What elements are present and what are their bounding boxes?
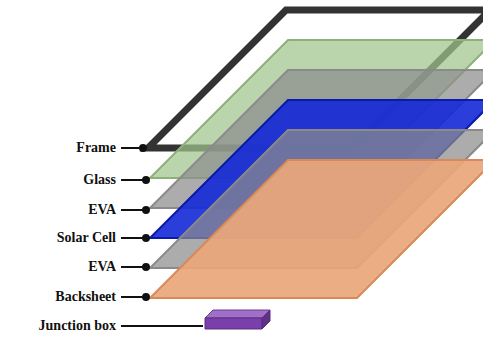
layer-label: Backsheet [55,289,116,305]
layer-label: Junction box [39,318,116,334]
leader-lines [121,145,203,326]
backsheet-layer [150,160,483,298]
layer-label: Solar Cell [57,230,116,246]
junction-box-front [205,318,262,329]
layer-label: EVA [88,259,116,275]
junction-box-side [262,310,270,329]
layer-label: Frame [76,140,116,156]
layer-label: Glass [83,172,116,188]
junction-box-top [205,310,270,318]
layer-label: EVA [88,202,116,218]
